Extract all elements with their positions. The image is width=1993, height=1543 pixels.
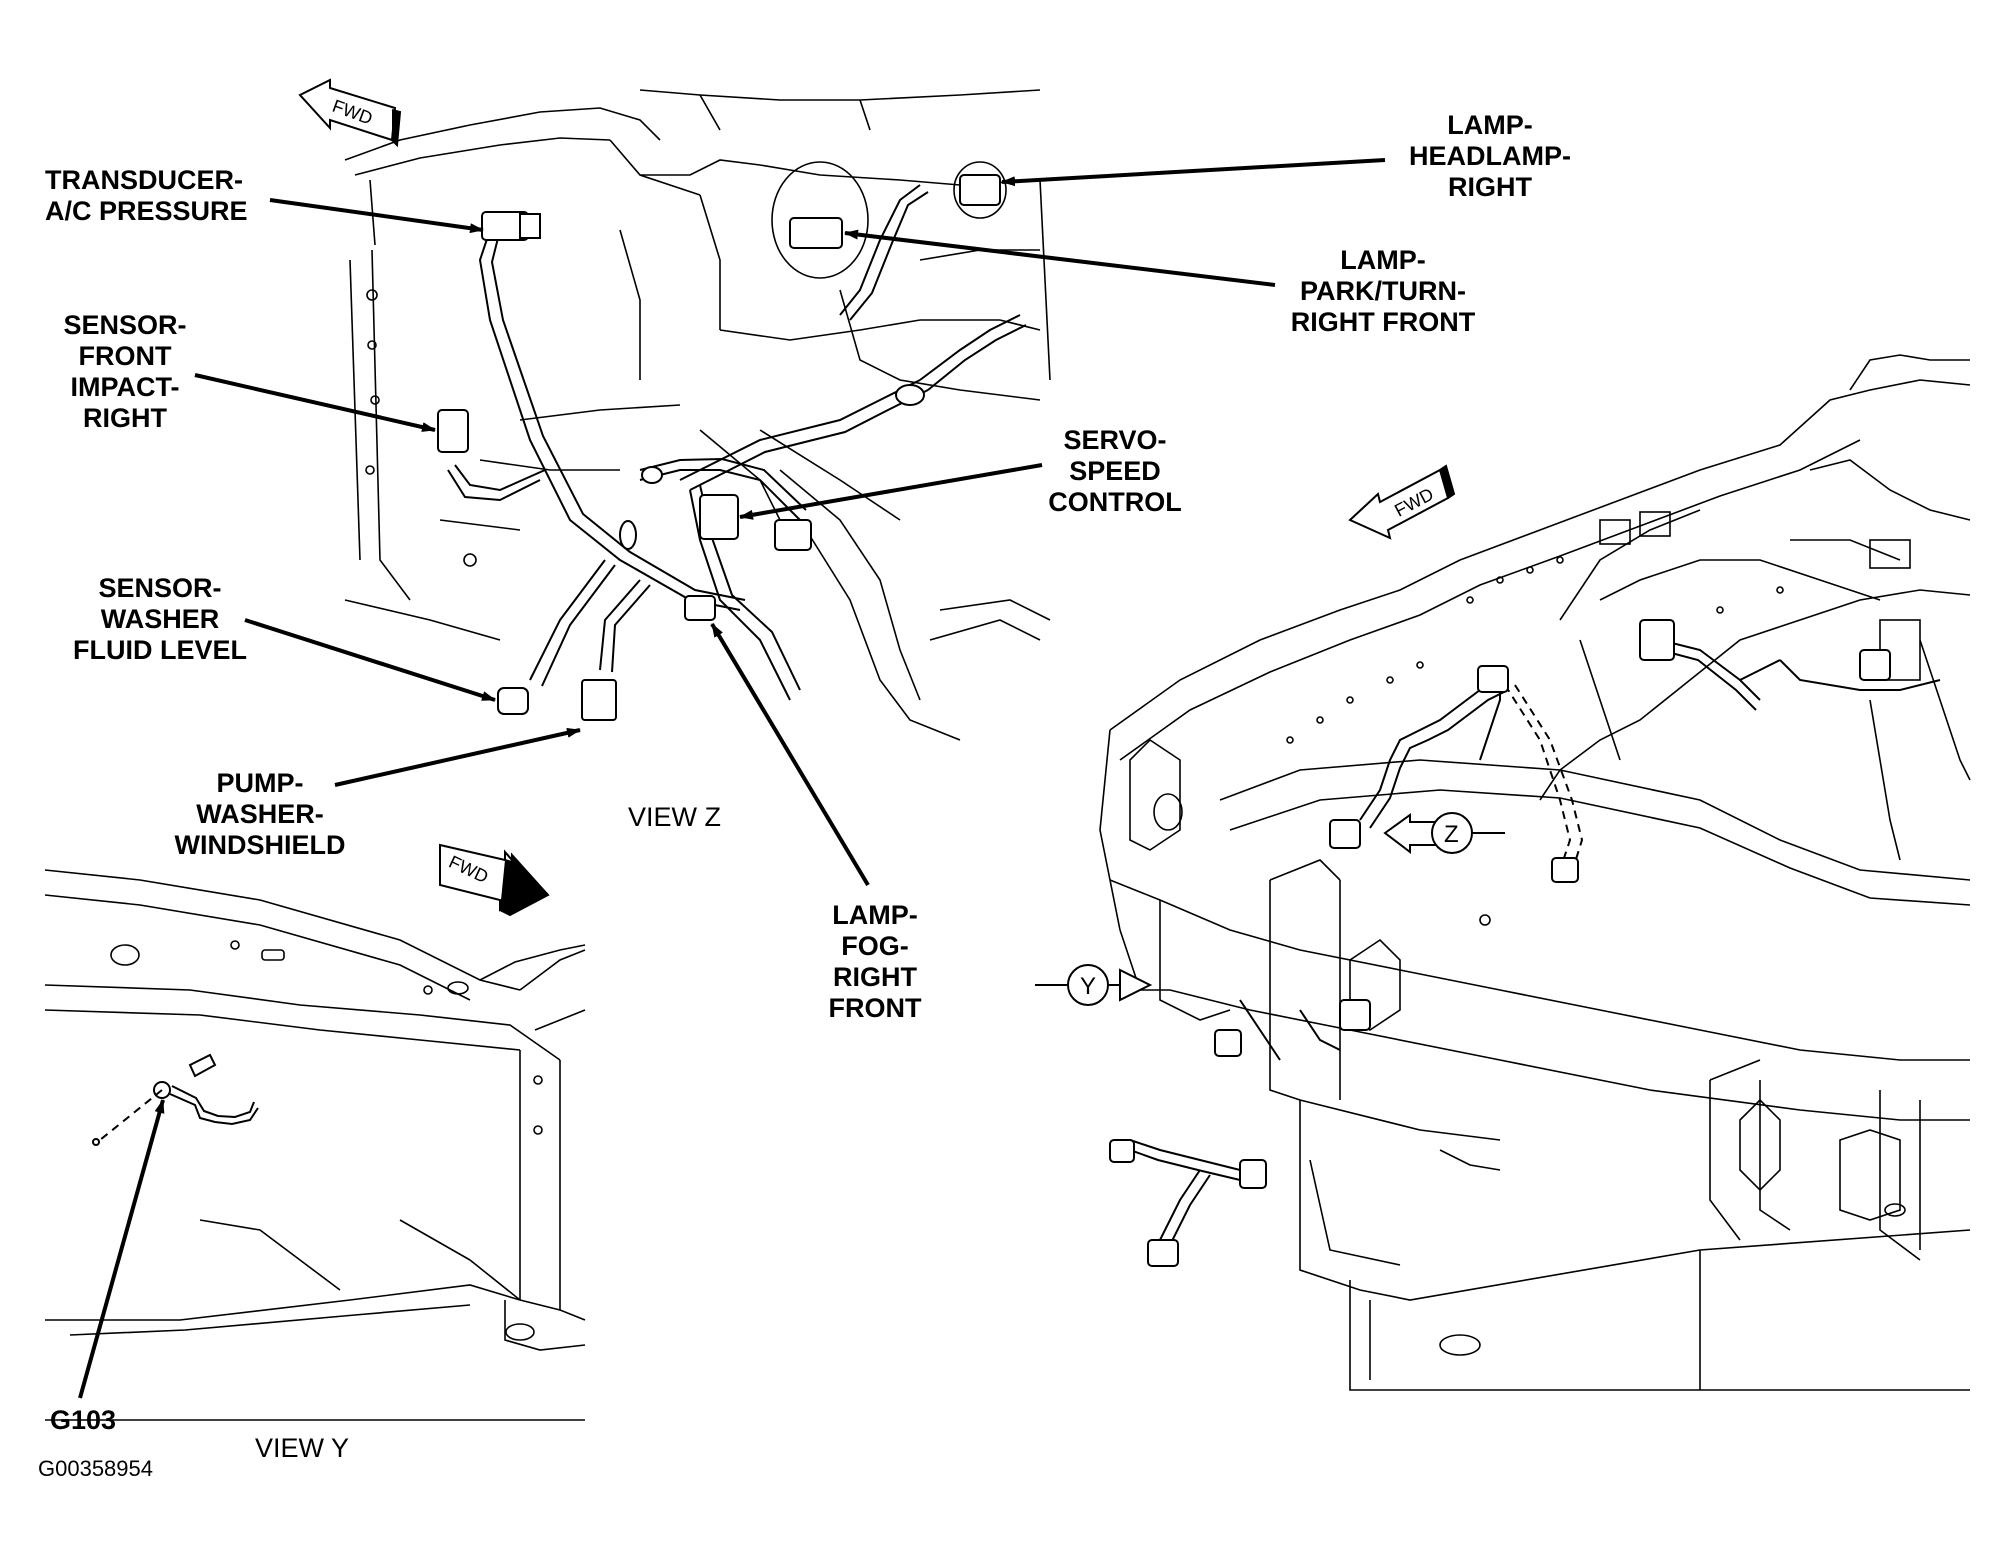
view-z-harness: [447, 184, 1027, 701]
label-pump-washer-line1: PUMP-: [216, 768, 304, 798]
view-z-structure: [344, 89, 1051, 741]
label-lamp-headlamp-line2: HEADLAMP-: [1409, 141, 1571, 171]
view-z-marker-letter: Z: [1444, 821, 1459, 848]
label-sensor-washer-line3: FLUID LEVEL: [73, 635, 247, 665]
view-y-caption: VIEW Y: [255, 1433, 350, 1463]
label-sensor-impact-line3: IMPACT-: [70, 372, 180, 402]
fog-lamp-arrow: [710, 622, 870, 887]
pump-arrow: [334, 727, 581, 787]
label-lamp-park-line1: LAMP-: [1340, 245, 1426, 275]
leader-arrows: [78, 158, 1386, 1399]
g103-arrow: [78, 1099, 165, 1399]
label-servo-line2: SPEED: [1069, 456, 1161, 486]
label-pump-washer-line2: WASHER-: [196, 799, 324, 829]
fwd-arrow-y: [439, 843, 550, 917]
label-lamp-headlamp-line3: RIGHT: [1448, 172, 1532, 202]
label-g103-text: G103: [50, 1405, 117, 1435]
label-lamp-park-line2: PARK/TURN-: [1300, 276, 1466, 306]
label-sensor-washer-line2: WASHER: [100, 604, 220, 634]
label-servo-line1: SERVO-: [1063, 425, 1167, 455]
washer-sensor-shape: [497, 687, 529, 715]
view-y-structure: [44, 869, 586, 1421]
fwd-arrow-z: [298, 78, 402, 148]
label-pump-washer-line3: WINDSHIELD: [174, 830, 346, 860]
impact-sensor-shape: [437, 409, 469, 453]
view-z-marker: [1383, 812, 1505, 855]
view-z-caption: VIEW Z: [628, 802, 721, 832]
main-structure: [1099, 354, 1971, 1391]
label-pump-washer: PUMP- WASHER- WINDSHIELD: [160, 768, 360, 861]
fog-lamp-connector-shape: [684, 595, 716, 621]
park-lamp-connector-shape: [789, 217, 843, 249]
label-transducer: TRANSDUCER- A/C PRESSURE: [45, 165, 248, 227]
label-transducer-line1: TRANSDUCER-: [45, 165, 243, 195]
label-sensor-washer: SENSOR- WASHER FLUID LEVEL: [60, 573, 260, 666]
label-lamp-park: LAMP- PARK/TURN- RIGHT FRONT: [1268, 245, 1498, 338]
view-y-marker: [1035, 964, 1153, 1006]
label-servo-line3: CONTROL: [1048, 487, 1182, 517]
label-lamp-fog-line4: FRONT: [828, 993, 922, 1023]
label-lamp-fog-line2: FOG-: [841, 931, 909, 961]
label-lamp-fog-line3: RIGHT: [833, 962, 917, 992]
label-sensor-washer-line1: SENSOR-: [98, 573, 222, 603]
park-lamp-arrow: [844, 229, 1276, 287]
label-sensor-impact: SENSOR- FRONT IMPACT- RIGHT: [55, 310, 195, 434]
label-lamp-park-line3: RIGHT FRONT: [1290, 307, 1476, 337]
label-lamp-headlamp: LAMP- HEADLAMP- RIGHT: [1385, 110, 1595, 203]
label-sensor-impact-line4: RIGHT: [83, 403, 167, 433]
transducer-arrow: [269, 198, 484, 234]
label-transducer-line2: A/C PRESSURE: [45, 196, 248, 226]
label-lamp-fog-line1: LAMP-: [832, 900, 918, 930]
label-servo: SERVO- SPEED CONTROL: [1035, 425, 1195, 518]
impact-sensor-arrow: [194, 373, 436, 432]
label-lamp-fog: LAMP- FOG- RIGHT FRONT: [810, 900, 940, 1024]
servo-arrow: [739, 463, 1043, 520]
ground-strap: [92, 1053, 259, 1146]
view-y-marker-letter: Y: [1080, 973, 1096, 1000]
label-lamp-headlamp-line1: LAMP-: [1447, 110, 1533, 140]
pump-connector-shape: [581, 679, 617, 721]
headlamp-connector-shape: [959, 174, 1001, 206]
label-g103: G103: [50, 1405, 116, 1436]
main-harness: [1129, 639, 1941, 1256]
washer-sensor-arrow: [244, 618, 496, 702]
view-z-connectors: [437, 174, 1001, 721]
fwd-arrow-main: [1348, 464, 1456, 540]
label-sensor-impact-line2: FRONT: [78, 341, 172, 371]
main-connectors: [1109, 619, 1891, 1267]
headlamp-arrow: [1001, 158, 1386, 187]
label-sensor-impact-line1: SENSOR-: [63, 310, 187, 340]
servo-connector-shape: [699, 494, 739, 540]
figure-id: G00358954: [38, 1456, 153, 1481]
